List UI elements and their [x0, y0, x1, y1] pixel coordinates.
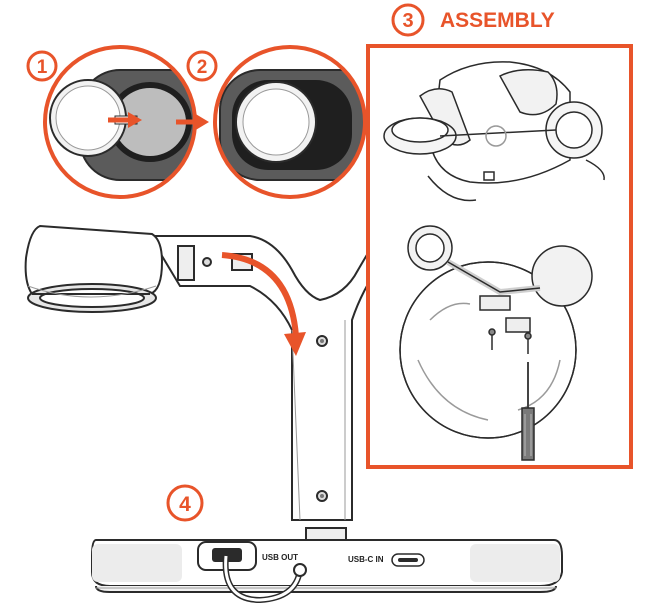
stand-base [91, 539, 563, 593]
step-4-badge: 4 [166, 484, 204, 522]
usb-out-port [197, 541, 307, 603]
step-2-detail [213, 45, 367, 199]
step-3-assembly-panel [366, 44, 633, 469]
curved-arrow-icon [221, 252, 306, 356]
usb-c-in-label: USB-C IN [348, 555, 384, 564]
usb-out-label: USB OUT [262, 553, 298, 562]
base-screws-illustration [399, 225, 593, 439]
assembly-title: ASSEMBLY [440, 9, 555, 32]
step-1-number: 1 [37, 57, 48, 78]
screw-icon [524, 332, 532, 354]
screwdriver-icon [521, 362, 535, 461]
step-1-detail [43, 45, 197, 199]
charging-stand [24, 224, 383, 541]
hands-holding-base-illustration [383, 61, 605, 202]
arrow-right-icon [176, 113, 209, 131]
step-2-badge: 2 [186, 50, 218, 82]
step-2-number: 2 [197, 57, 208, 78]
step-1-badge: 1 [26, 50, 58, 82]
step-4-number: 4 [179, 493, 191, 516]
arrow-right-icon [108, 112, 142, 128]
step-3-number: 3 [402, 10, 413, 32]
usb-c-in-port [391, 553, 425, 567]
step-3-badge: 3 [391, 3, 425, 37]
screw-icon [488, 328, 496, 350]
